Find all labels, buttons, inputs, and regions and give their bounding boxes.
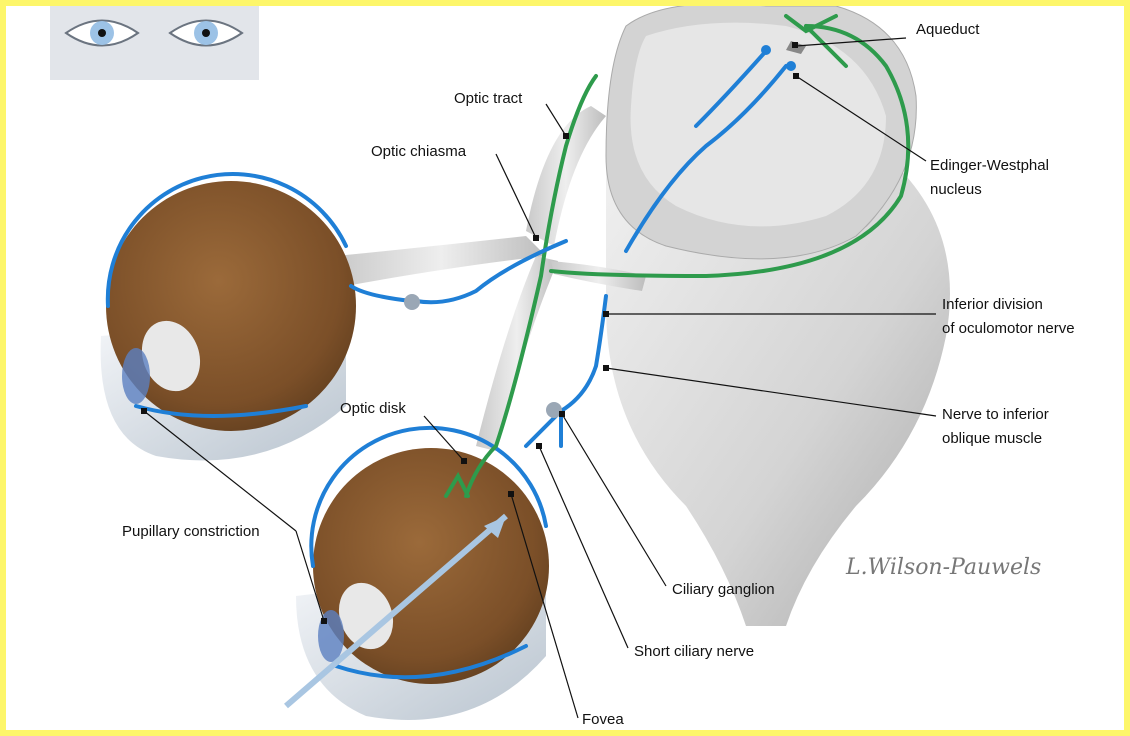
optic-nerve-right [476,256,558,451]
svg-text:Edinger-Westphal: Edinger-Westphal [930,157,1049,174]
pupillary-light-reflex-diagram: L.Wilson-Pauwels Aqueduct Optic tract Op… [6,6,1124,730]
svg-text:Inferior division: Inferior division [942,296,1043,313]
svg-text:Nerve to inferior: Nerve to inferior [942,406,1049,423]
svg-text:of oculomotor nerve: of oculomotor nerve [942,320,1075,337]
svg-text:Optic chiasma: Optic chiasma [371,143,467,160]
svg-text:nucleus: nucleus [930,181,982,198]
optic-nerve-left [336,236,546,286]
svg-text:Optic disk: Optic disk [340,400,406,417]
eyes-icon-panel [50,6,259,80]
svg-text:oblique muscle: oblique muscle [942,430,1042,447]
right-eyeball [286,428,549,720]
svg-text:Ciliary ganglion: Ciliary ganglion [672,581,775,598]
optic-tract [526,106,606,246]
svg-text:Aqueduct: Aqueduct [916,21,980,38]
svg-text:Short ciliary nerve: Short ciliary nerve [634,643,754,660]
label-optic-chiasma: Optic chiasma [371,143,539,241]
midbrain-section [606,6,916,259]
label-optic-tract: Optic tract [454,90,569,139]
left-eyeball [101,174,356,460]
left-iris [122,348,150,404]
svg-text:Pupillary constriction: Pupillary constriction [122,523,260,540]
svg-text:Optic tract: Optic tract [454,90,523,107]
eyes-icon-background [50,6,259,80]
right-iris [318,610,344,662]
svg-text:Fovea: Fovea [582,711,624,728]
artist-signature: L.Wilson-Pauwels [845,555,1041,580]
left-ciliary-ganglion [404,294,420,310]
